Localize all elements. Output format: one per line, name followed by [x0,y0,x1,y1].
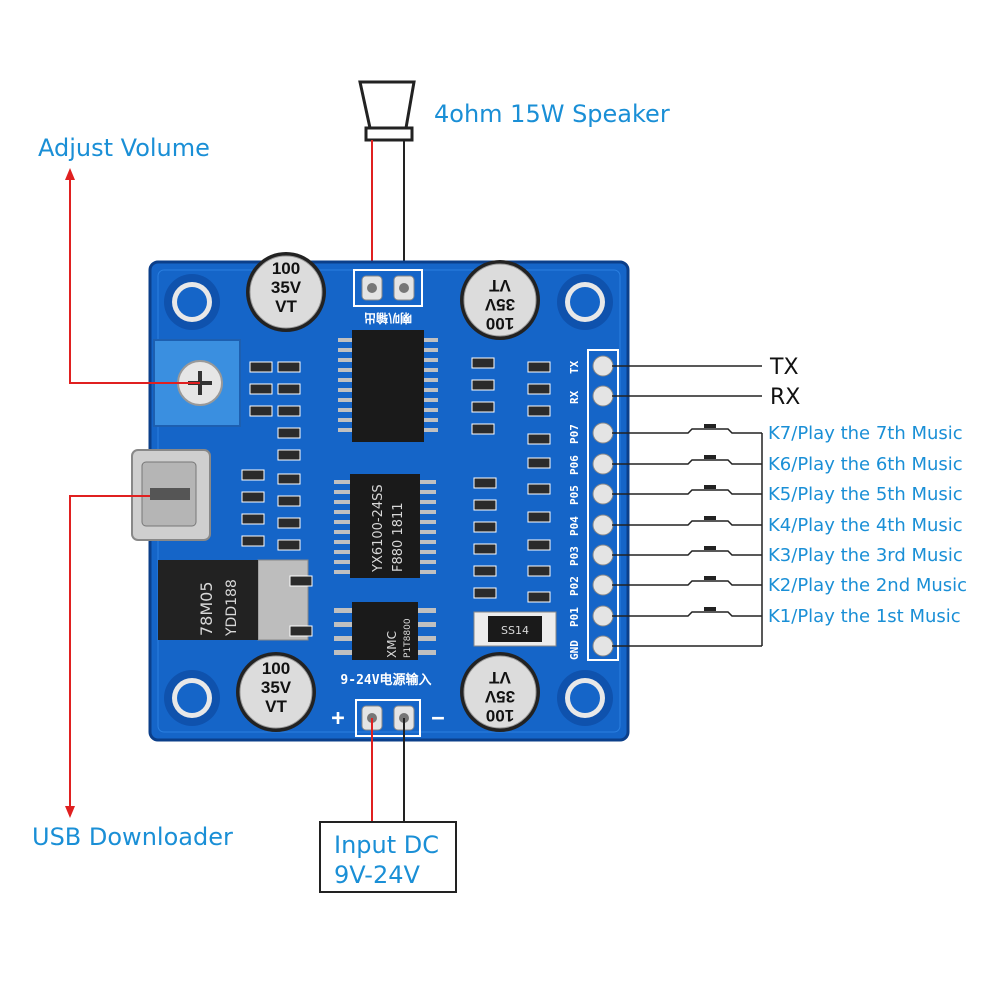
svg-text:P06: P06 [568,455,581,475]
k1-label: K1/Play the 1st Music [768,606,961,627]
usb-downloader-arrow [65,495,150,818]
plus-sign: + [331,706,344,731]
svg-text:78M05: 78M05 [197,581,216,636]
svg-text:TX: TX [568,360,581,374]
amplifier-ic [338,330,438,442]
svg-text:VT: VT [275,297,297,316]
svg-text:P02: P02 [568,576,581,596]
capacitor-top-left: 100 35V VT [246,252,326,332]
k6-label: K6/Play the 6th Music [768,454,963,475]
tx-rx-lines [612,365,762,397]
smd-components [241,357,551,637]
svg-text:P01: P01 [568,607,581,627]
input-dc-line2: 9V-24V [334,861,420,889]
k5-label: K5/Play the 5th Music [768,484,963,505]
svg-text:GND: GND [568,640,581,660]
svg-text:35V: 35V [484,295,515,314]
svg-text:100: 100 [262,659,290,678]
input-dc-box [319,821,457,893]
main-mp3-ic: YX6100-24SS F880 1811 [334,474,436,578]
svg-text:35V: 35V [261,678,292,697]
pin-silk-labels: TX RX P07 P06 P05 P04 P03 P02 P01 GND [568,360,581,660]
minus-sign: − [431,706,444,731]
mounting-hole [164,670,220,726]
svg-text:35V: 35V [271,278,302,297]
svg-text:P05: P05 [568,485,581,505]
usb-downloader-label: USB Downloader [32,823,233,851]
svg-text:SS14: SS14 [501,624,529,637]
diode-ss14: SS14 [473,611,557,647]
svg-text:F880 1811: F880 1811 [391,502,406,572]
button-caps [704,424,716,611]
svg-text:100: 100 [486,706,514,725]
speaker-icon [358,80,416,142]
svg-text:VT: VT [265,697,287,716]
power-silk-label: 9-24V电源输入 [340,672,431,688]
speaker-label: 4ohm 15W Speaker [434,100,670,128]
mounting-hole [557,670,613,726]
voltage-regulator: 78M05 YDD188 [158,559,309,641]
svg-text:100: 100 [486,314,514,333]
rx-label: RX [770,385,800,410]
svg-text:YDD188: YDD188 [224,579,240,637]
k3-label: K3/Play the 3rd Music [768,545,963,566]
svg-text:VT: VT [489,276,511,295]
micro-usb-connector [131,449,211,541]
pin-header [587,349,619,661]
svg-text:RX: RX [568,390,581,404]
tx-label: TX [769,355,799,380]
svg-text:35V: 35V [484,687,515,706]
capacitor-top-right: 100 35V VT [460,260,540,340]
svg-text:YX6100-24SS: YX6100-24SS [371,484,386,573]
input-dc-line1: Input DC [334,831,439,859]
capacitor-bottom-left: 100 35V VT [236,652,316,732]
speaker-terminal [353,269,423,307]
svg-text:XMC: XMC [385,631,399,658]
mounting-hole [557,274,613,330]
k2-label: K2/Play the 2nd Music [768,575,967,596]
adjust-volume-arrow [65,168,200,384]
svg-text:P07: P07 [568,424,581,444]
k7-label: K7/Play the 7th Music [768,423,963,444]
capacitor-bottom-right: 100 35V VT [460,652,540,732]
adjust-volume-label: Adjust Volume [38,134,210,162]
flash-memory-ic: XMC P1T8800 [334,602,436,660]
svg-text:P03: P03 [568,546,581,566]
mounting-hole [164,274,220,330]
k4-label: K4/Play the 4th Music [768,515,963,536]
speaker-silk-label: 喇叭输出 [364,311,412,326]
svg-text:P04: P04 [568,516,581,536]
pcb-board: 78M05 YDD188 100 35V VT 100 35V VT 100 3… [131,252,630,742]
svg-text:VT: VT [489,668,511,687]
button-wiring [612,428,763,647]
svg-text:P1T8800: P1T8800 [403,618,413,658]
svg-text:100: 100 [272,259,300,278]
